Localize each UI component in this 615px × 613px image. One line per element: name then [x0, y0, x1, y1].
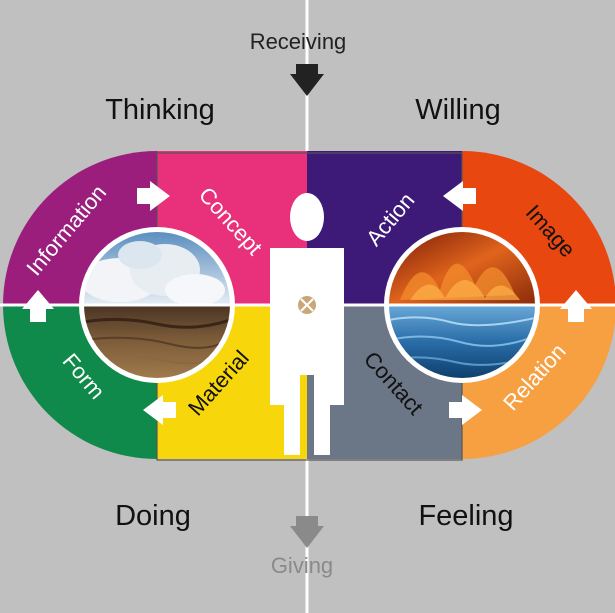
- arrow-up-icon: [22, 290, 54, 322]
- thinking-heading: Thinking: [105, 94, 215, 126]
- receiving-label: Receiving: [250, 29, 347, 54]
- right-photo-circle: [384, 227, 540, 383]
- receiving-arrow-icon: [290, 64, 324, 96]
- human-figure: [270, 193, 344, 455]
- doing-heading: Doing: [115, 500, 191, 532]
- giving-label: Giving: [271, 553, 333, 578]
- arrow-right-icon: [137, 181, 170, 211]
- giving-arrow-icon: [290, 516, 324, 548]
- willing-heading: Willing: [415, 94, 500, 126]
- feeling-heading: Feeling: [418, 500, 513, 532]
- arrow-right-icon: [449, 395, 482, 425]
- arrow-left-icon: [443, 181, 476, 211]
- arrow-left-icon: [143, 395, 176, 425]
- left-photo-circle: [79, 227, 235, 383]
- flow-arrows: [22, 181, 592, 425]
- arrow-up-icon: [560, 290, 592, 322]
